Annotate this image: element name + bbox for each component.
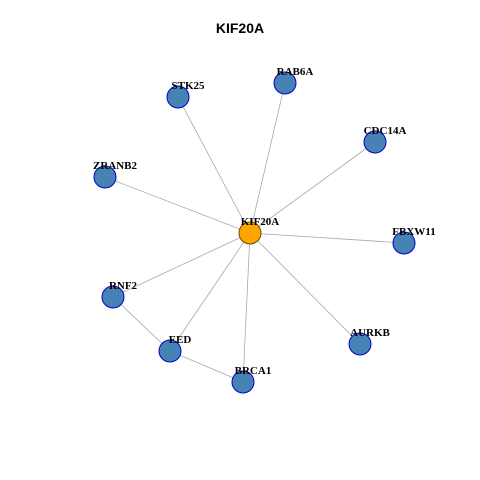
node-label-kif20a: KIF20A	[241, 216, 280, 228]
node-label-stk25: STK25	[171, 80, 205, 92]
node-zranb2	[93, 165, 117, 189]
node-label-zranb2: ZRANB2	[93, 160, 138, 172]
node-label-aurkb: AURKB	[350, 327, 390, 339]
edge-eed-brca1	[169, 350, 244, 383]
node-label-brca1: BRCA1	[235, 365, 272, 377]
node-rab6a	[273, 71, 297, 95]
edge-kif20a-cdc14a	[249, 141, 376, 234]
edge-kif20a-zranb2	[104, 176, 251, 234]
node-label-eed: EED	[169, 334, 192, 346]
edge-kif20a-stk25	[177, 96, 251, 234]
node-label-fbxw11: FBXW11	[392, 226, 435, 238]
chart-title: KIF20A	[215, 20, 265, 36]
nodes-layer	[93, 71, 416, 394]
edges-layer	[104, 82, 405, 383]
node-label-rab6a: RAB6A	[277, 66, 314, 78]
node-rnf2	[101, 285, 125, 309]
node-fbxw11	[392, 231, 416, 255]
edge-kif20a-rab6a	[249, 82, 286, 234]
node-cdc14a	[363, 130, 387, 154]
node-kif20a	[238, 221, 262, 245]
edge-kif20a-aurkb	[249, 232, 361, 345]
edge-kif20a-brca1	[242, 232, 251, 383]
edge-kif20a-rnf2	[112, 232, 251, 298]
edge-kif20a-eed	[169, 232, 251, 352]
edge-rnf2-eed	[112, 296, 171, 352]
node-stk25	[166, 85, 190, 109]
node-aurkb	[348, 332, 372, 356]
node-label-cdc14a: CDC14A	[364, 125, 407, 137]
node-eed	[158, 339, 182, 363]
node-brca1	[231, 370, 255, 394]
node-label-rnf2: RNF2	[109, 280, 138, 292]
edge-kif20a-fbxw11	[249, 232, 405, 244]
